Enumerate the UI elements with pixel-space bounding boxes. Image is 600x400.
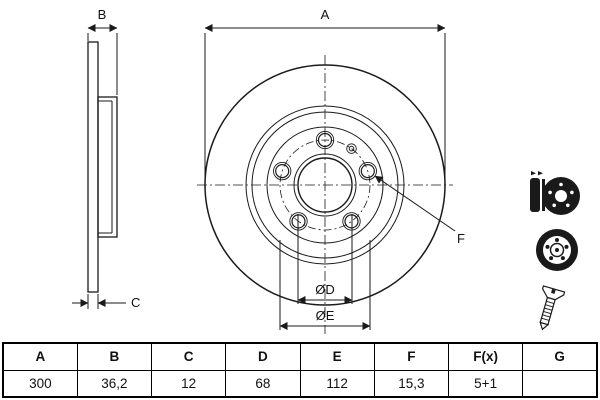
- dimension-b: [87, 24, 118, 95]
- screw-icon: [539, 285, 566, 331]
- col-c-header: C: [150, 342, 227, 371]
- col-g-value: [522, 369, 598, 398]
- dimension-e: [279, 240, 371, 330]
- hat-bore-lines: [98, 100, 113, 234]
- table-value-row: 300 36,2 12 68 112 15,3 5+1: [2, 369, 598, 398]
- center-hole-chamfer-circle: [293, 153, 357, 217]
- table-header-row: A B C D E F F(x) G: [2, 342, 598, 371]
- dimension-table-wrap: A B C D E F F(x) G 300 36,2 12 68 112 15…: [2, 342, 598, 398]
- brake-pad-icon: [530, 178, 540, 212]
- dim-e-label: ØE: [316, 308, 335, 323]
- dimension-table: A B C D E F F(x) G 300 36,2 12 68 112 15…: [2, 342, 598, 398]
- col-d-value: 68: [225, 369, 301, 398]
- center-hole-circle: [297, 157, 353, 213]
- friction-surface-inner-circle: [245, 105, 405, 265]
- leader-f: [374, 175, 456, 232]
- col-fx-value: 5+1: [447, 369, 524, 398]
- dim-a-label: A: [321, 7, 330, 22]
- dimension-a: [204, 24, 446, 180]
- hub-circle: [266, 126, 384, 244]
- bolt-circle: [279, 139, 371, 231]
- dim-d-label: ØD: [315, 282, 335, 297]
- col-a-header: A: [2, 342, 78, 371]
- dimension-c: [72, 294, 126, 309]
- front-view: [197, 55, 453, 334]
- centerlines: [197, 55, 453, 334]
- hat-transition-circle: [251, 111, 399, 259]
- disc-perspective-icon: [542, 177, 580, 215]
- brake-disc-icon: [536, 229, 578, 271]
- outer-diameter-circle: [204, 64, 446, 306]
- pad-and-disc-icon: [530, 171, 580, 215]
- technical-drawing: B C: [72, 7, 580, 334]
- dimension-d: [297, 214, 353, 304]
- bolt-holes: [273, 130, 377, 231]
- friction-ring-section: [87, 41, 99, 293]
- col-b-header: B: [76, 342, 153, 371]
- col-b-value: 36,2: [76, 369, 153, 398]
- dim-f-label: F: [457, 231, 465, 246]
- col-c-value: 12: [150, 369, 227, 398]
- col-e-header: E: [299, 342, 375, 371]
- locating-hole: [346, 143, 357, 154]
- col-a-value: 300: [2, 369, 78, 398]
- fitting-marks-icon: [531, 171, 543, 176]
- col-e-value: 112: [299, 369, 375, 398]
- col-f-value: 15,3: [373, 369, 450, 398]
- dim-c-label: C: [131, 295, 140, 310]
- hat-section: [97, 96, 118, 238]
- dim-b-label: B: [98, 7, 107, 22]
- col-d-header: D: [225, 342, 301, 371]
- col-g-header: G: [522, 342, 598, 371]
- side-view: [87, 41, 118, 293]
- col-f-header: F: [373, 342, 450, 371]
- col-fx-header: F(x): [447, 342, 524, 371]
